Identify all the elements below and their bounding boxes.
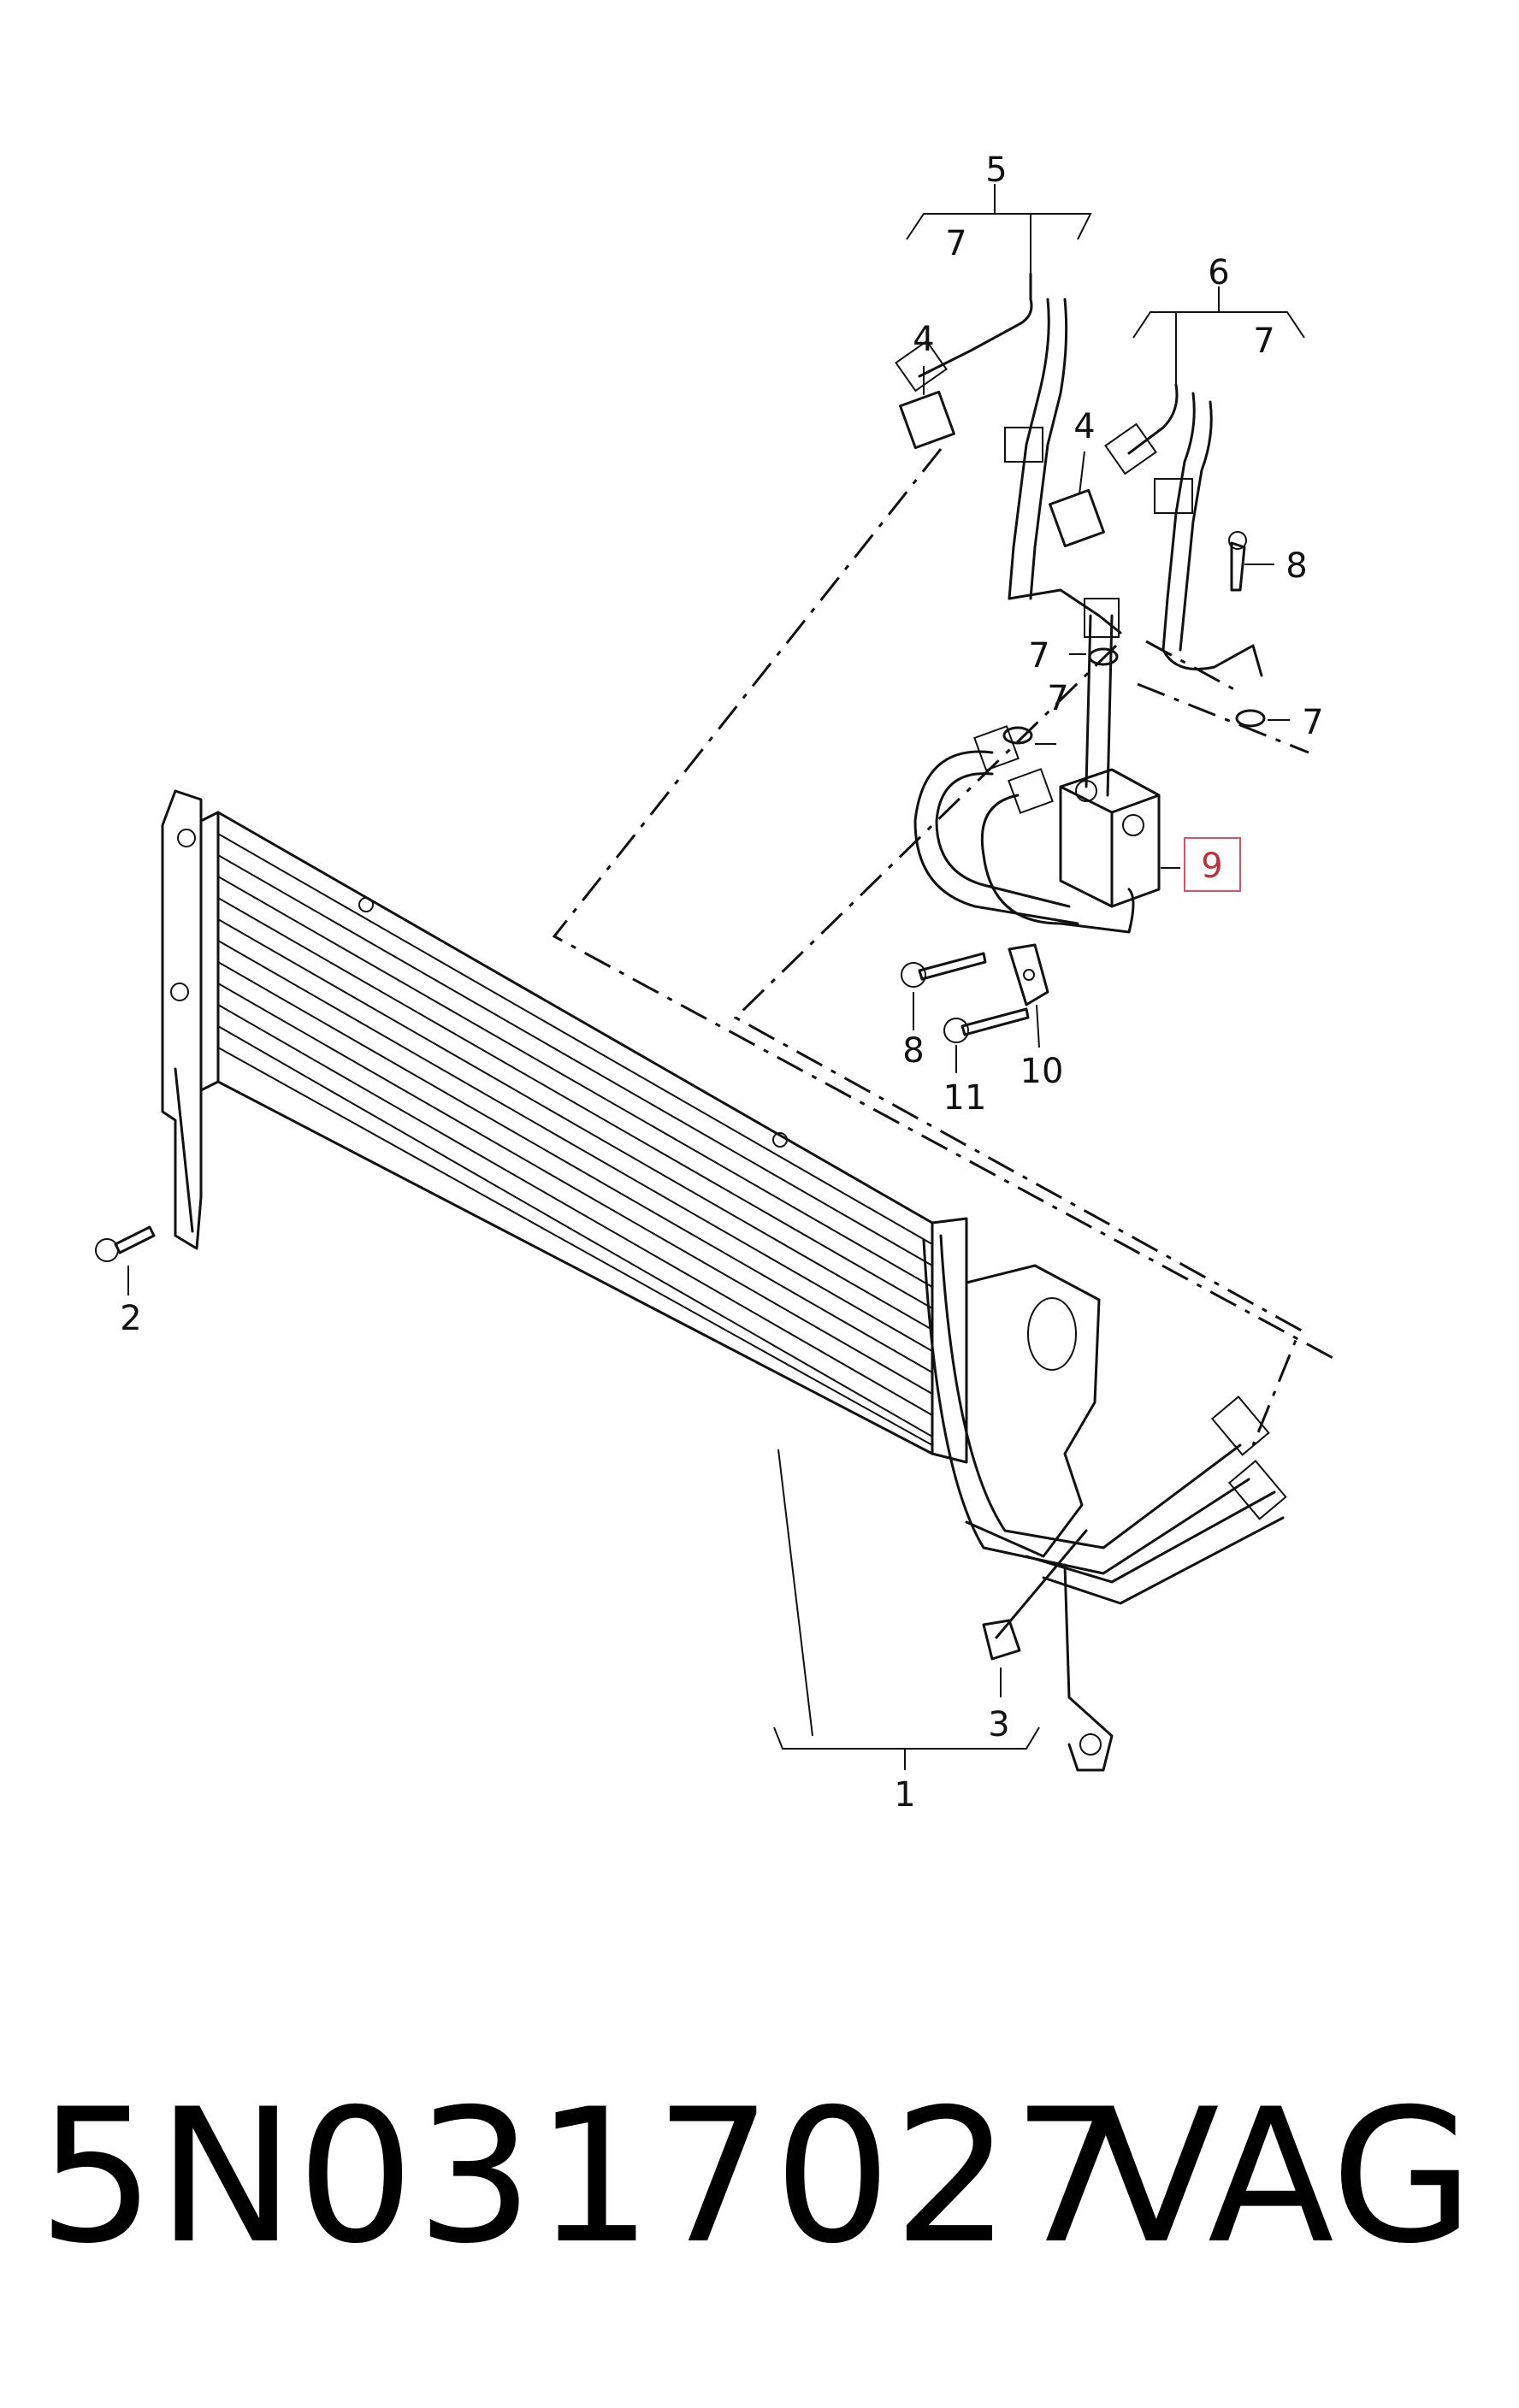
- callout-7e: 7: [1302, 703, 1323, 742]
- dash-line-inner: [733, 644, 1302, 1446]
- clip-4a: [899, 390, 955, 450]
- bolt-8a: [1228, 531, 1247, 592]
- callout-7c: 7: [1028, 636, 1049, 676]
- callout-2: 2: [120, 1299, 141, 1338]
- dash-line-bolt-10: [1145, 640, 1241, 694]
- callout-9: 9: [1201, 847, 1222, 886]
- callout-8a: 8: [1286, 546, 1307, 586]
- callout-8b: 8: [902, 1031, 924, 1071]
- callout-11: 11: [943, 1078, 987, 1118]
- callout-1: 1: [894, 1775, 915, 1815]
- bolt-11: [943, 1007, 1030, 1043]
- dash-line-upper-left: [552, 448, 1337, 1361]
- callout-6: 6: [1208, 253, 1229, 292]
- washer-7c: [1088, 647, 1119, 666]
- washer-7d: [1002, 726, 1033, 745]
- valve-block: [913, 598, 1161, 934]
- dash-line-right: [1137, 682, 1309, 754]
- oil-cooler: [161, 789, 1114, 1772]
- brand-name: VAG: [1093, 2069, 1475, 2284]
- cooler-pipes: [922, 1234, 1287, 1605]
- callout-10: 10: [1020, 1052, 1064, 1091]
- pipe-5: [895, 272, 1122, 634]
- leaders: [127, 184, 1305, 1770]
- clip-4b: [1049, 488, 1105, 548]
- clip-3: [982, 1529, 1088, 1661]
- part-number: 5N0317027: [38, 2069, 1132, 2284]
- callout-7d: 7: [1047, 679, 1068, 718]
- bolt-8b: [901, 952, 987, 988]
- callout-4a: 4: [913, 320, 934, 359]
- callout-7a: 7: [945, 224, 966, 263]
- pipe-6: [1104, 383, 1263, 677]
- highlight-box-9: [1184, 837, 1241, 892]
- bracket-10: [1008, 943, 1049, 1006]
- callout-7b: 7: [1253, 322, 1274, 361]
- callout-5: 5: [985, 150, 1007, 190]
- callout-3: 3: [988, 1705, 1009, 1744]
- bolt-2: [95, 1225, 156, 1262]
- callout-4b: 4: [1073, 407, 1095, 446]
- washer-7e: [1235, 709, 1266, 728]
